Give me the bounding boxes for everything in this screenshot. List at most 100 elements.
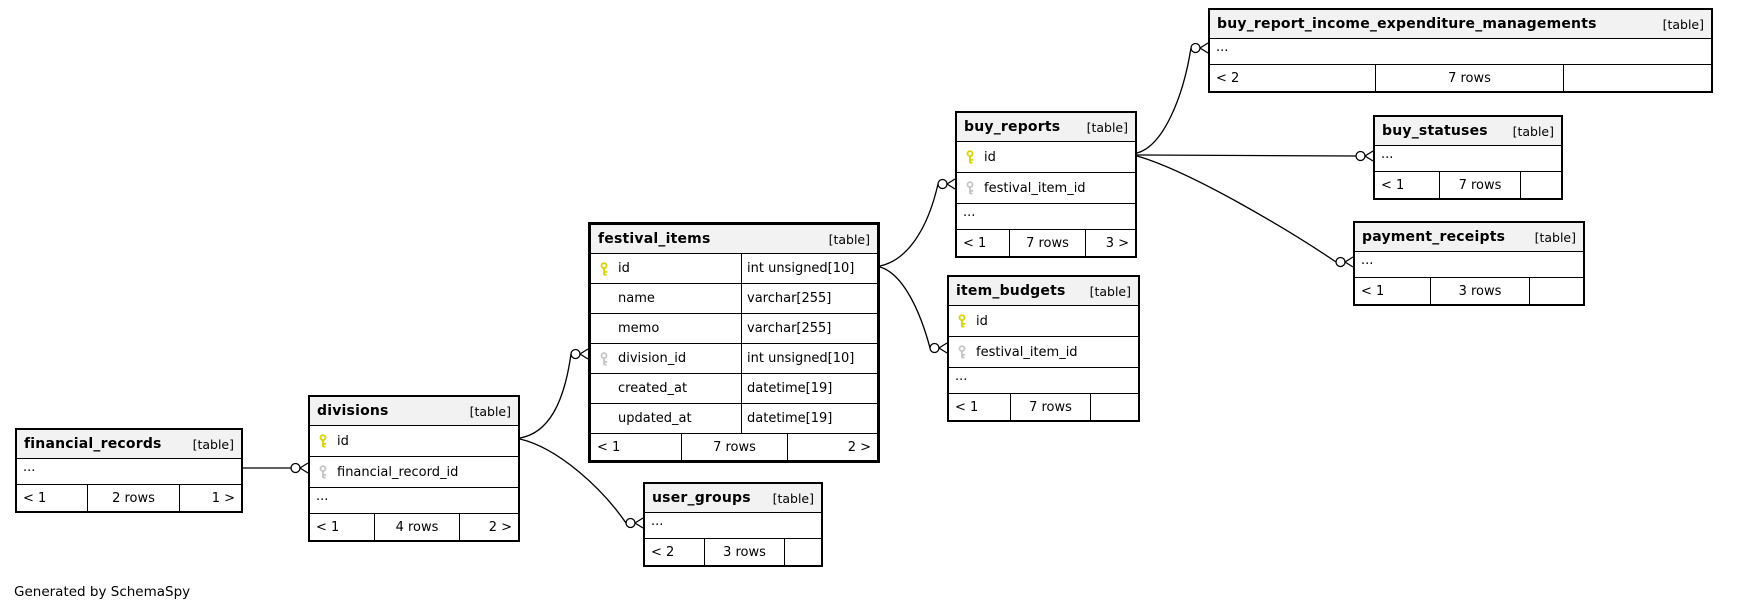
table-tag: [table] — [1512, 123, 1554, 139]
hidden-columns-row: ... — [17, 459, 241, 485]
table-header: payment_receipts [table] — [1355, 223, 1583, 252]
column-row: id — [957, 142, 1135, 173]
table-tag: [table] — [1662, 16, 1704, 32]
foreign-key-icon — [957, 181, 984, 195]
table-footer: < 2 3 rows — [645, 539, 821, 565]
column-name: memo — [618, 321, 660, 336]
row-count: 3 rows — [1430, 278, 1529, 304]
column-row: festival_item_id — [957, 173, 1135, 204]
hidden-columns-row: ... — [645, 513, 821, 539]
row-count: 7 rows — [681, 434, 787, 460]
table-name: divisions — [317, 403, 389, 419]
table-footer: < 1 7 rows 2 > — [591, 434, 877, 460]
table-header: buy_statuses [table] — [1375, 117, 1561, 146]
row-count: 4 rows — [374, 514, 459, 540]
column-row: created_at datetime[19] — [591, 374, 877, 404]
column-name: updated_at — [618, 411, 692, 426]
column-type: varchar[255] — [741, 284, 877, 313]
table-name: buy_reports — [964, 119, 1061, 135]
primary-key-icon — [591, 261, 618, 276]
table-tag: [table] — [1086, 119, 1128, 135]
related-left-count: < 1 — [316, 519, 340, 535]
table-payment-receipts[interactable]: payment_receipts [table] ... < 1 3 rows — [1353, 221, 1585, 306]
related-left-count: < 1 — [963, 235, 987, 251]
column-row: id — [310, 426, 518, 457]
related-right-count: 1 > — [179, 485, 241, 511]
fk-edge-buy-reports-buy-report-income-expenditure-managements — [1136, 42, 1209, 154]
table-header: divisions [table] — [310, 397, 518, 426]
column-row: id — [949, 306, 1138, 337]
column-name: id — [984, 149, 996, 165]
table-buy-reports[interactable]: buy_reports [table] id festival_item_id … — [955, 111, 1137, 258]
column-name: festival_item_id — [984, 180, 1086, 196]
column-name: id — [337, 433, 349, 449]
column-name: id — [976, 313, 988, 329]
table-name: payment_receipts — [1362, 229, 1506, 245]
table-name: user_groups — [652, 490, 751, 506]
related-right-count: 3 > — [1085, 230, 1135, 256]
row-count: 7 rows — [1009, 230, 1085, 256]
column-type: int unsigned[10] — [741, 254, 877, 283]
related-right-count — [1563, 65, 1711, 91]
hidden-columns-row: ... — [310, 488, 518, 514]
table-header: user_groups [table] — [645, 484, 821, 513]
row-count: 7 rows — [1439, 172, 1520, 198]
table-header: buy_report_income_expenditure_management… — [1210, 10, 1711, 39]
fk-edge-buy-reports-buy-statuses — [1136, 150, 1374, 162]
fk-edge-festival-items-buy-reports — [879, 178, 956, 267]
row-count: 7 rows — [1375, 65, 1563, 91]
related-right-count — [784, 539, 821, 565]
fk-edge-festival-items-item-budgets — [879, 266, 948, 354]
foreign-key-icon — [949, 345, 976, 359]
column-name: division_id — [618, 351, 687, 366]
table-footer: < 2 7 rows — [1210, 65, 1711, 91]
table-buy-statuses[interactable]: buy_statuses [table] ... < 1 7 rows — [1373, 115, 1563, 200]
related-left-count: < 2 — [651, 544, 675, 560]
primary-key-icon — [957, 150, 984, 164]
column-row: updated_at datetime[19] — [591, 404, 877, 434]
table-header: financial_records [table] — [17, 430, 241, 459]
column-row: memo varchar[255] — [591, 314, 877, 344]
table-footer: < 1 3 rows — [1355, 278, 1583, 304]
table-user-groups[interactable]: user_groups [table] ... < 2 3 rows — [643, 482, 823, 567]
table-tag: [table] — [1534, 229, 1576, 245]
foreign-key-icon — [310, 465, 337, 479]
column-name: created_at — [618, 381, 688, 396]
related-left-count: < 1 — [1381, 177, 1405, 193]
foreign-key-icon — [591, 351, 618, 366]
column-name: festival_item_id — [976, 344, 1078, 360]
table-name: item_budgets — [956, 283, 1066, 299]
column-row: division_id int unsigned[10] — [591, 344, 877, 374]
table-footer: < 1 7 rows — [949, 394, 1138, 420]
related-right-count — [1529, 278, 1583, 304]
table-tag: [table] — [828, 231, 870, 247]
hidden-columns-row: ... — [1210, 39, 1711, 65]
column-row: name varchar[255] — [591, 284, 877, 314]
related-left-count: < 1 — [1361, 283, 1385, 299]
table-festival-items[interactable]: festival_items [table] id int unsigned[1… — [588, 222, 880, 463]
fk-edge-buy-reports-payment-receipts — [1136, 155, 1354, 268]
table-divisions[interactable]: divisions [table] id financial_record_id… — [308, 395, 520, 542]
column-row: financial_record_id — [310, 457, 518, 488]
column-name: name — [618, 291, 655, 306]
table-financial-records[interactable]: financial_records [table] ... < 1 2 rows… — [15, 428, 243, 513]
table-name: festival_items — [598, 231, 711, 247]
related-right-count: 2 > — [787, 434, 877, 460]
table-name: buy_statuses — [1382, 123, 1488, 139]
table-item-budgets[interactable]: item_budgets [table] id festival_item_id… — [947, 275, 1140, 422]
column-name: financial_record_id — [337, 464, 459, 480]
hidden-columns-row: ... — [1355, 252, 1583, 278]
column-row: festival_item_id — [949, 337, 1138, 368]
hidden-columns-row: ... — [949, 368, 1138, 394]
column-row: id int unsigned[10] — [591, 254, 877, 284]
table-footer: < 1 2 rows 1 > — [17, 485, 241, 511]
primary-key-icon — [310, 434, 337, 448]
table-header: festival_items [table] — [591, 225, 877, 254]
row-count: 2 rows — [87, 485, 179, 511]
table-buy-report-income-expenditure-managements[interactable]: buy_report_income_expenditure_management… — [1208, 8, 1713, 93]
related-right-count — [1090, 394, 1138, 420]
fk-edge-financial-records-divisions — [243, 462, 309, 474]
related-left-count: < 2 — [1216, 70, 1240, 86]
generated-by-label: Generated by SchemaSpy — [14, 584, 191, 600]
table-name: financial_records — [24, 436, 162, 452]
